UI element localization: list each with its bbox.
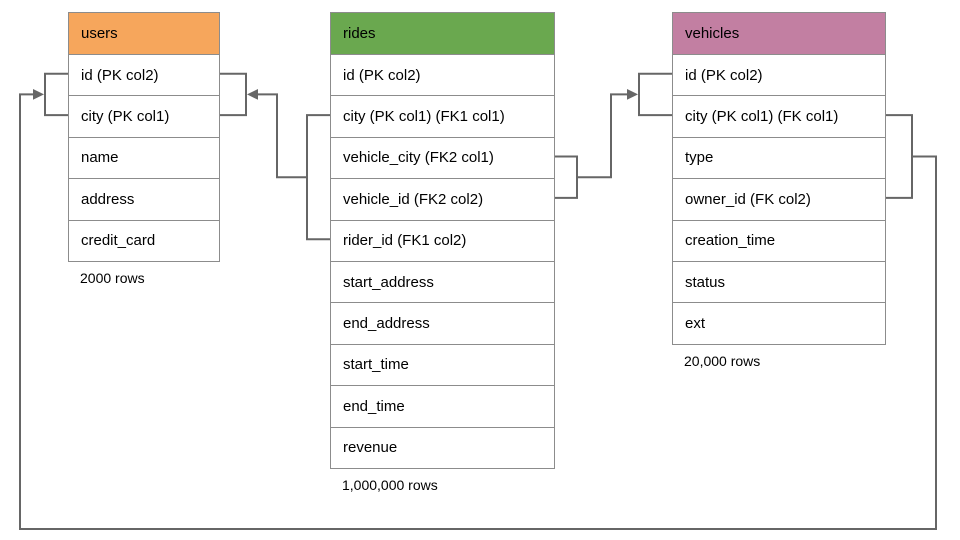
table-vehicles-header: vehicles: [673, 13, 885, 54]
table-users-rowcount: 2000 rows: [80, 269, 145, 286]
table-rides-header: rides: [331, 13, 554, 54]
table-row: vehicle_city (FK2 col1): [331, 136, 554, 178]
table-row: id (PK col2): [331, 54, 554, 95]
table-row: id (PK col2): [69, 54, 219, 95]
table-row: status: [673, 260, 885, 302]
table-row: city (PK col1) (FK1 col1): [331, 95, 554, 136]
arrowhead-right-icon: [33, 89, 44, 100]
table-rides-rowcount: 1,000,000 rows: [342, 476, 438, 493]
table-rides: rides id (PK col2) city (PK col1) (FK1 c…: [330, 12, 555, 493]
table-row: vehicle_id (FK2 col2): [331, 178, 554, 219]
table-row: end_address: [331, 302, 554, 343]
fk2-rides-to-vehicles-connector: [555, 72, 672, 199]
table-row: end_time: [331, 385, 554, 426]
users-left-bracket: [44, 72, 68, 117]
table-row: creation_time: [673, 219, 885, 261]
rides-left-bracket: [306, 114, 330, 241]
table-row: city (PK col1) (FK col1): [673, 95, 885, 136]
table-row: id (PK col2): [673, 54, 885, 95]
table-row: name: [69, 136, 219, 178]
table-row: credit_card: [69, 219, 219, 261]
table-users: users id (PK col2) city (PK col1) name a…: [68, 12, 220, 286]
rides-right-bracket: [555, 155, 578, 199]
connector-segment: [577, 93, 627, 179]
arrowhead-left-icon: [247, 89, 258, 100]
fk1-rides-to-users-connector: [220, 72, 330, 241]
table-row: start_address: [331, 260, 554, 302]
arrowhead-right-icon: [627, 89, 638, 100]
table-row: city (PK col1): [69, 95, 219, 136]
table-row: address: [69, 178, 219, 219]
table-row: ext: [673, 302, 885, 343]
vehicles-right-bracket: [886, 114, 913, 199]
users-right-bracket: [220, 72, 247, 117]
connector-segment: [258, 93, 307, 179]
vehicles-left-bracket: [638, 72, 672, 117]
table-vehicles-rowcount: 20,000 rows: [684, 352, 761, 369]
table-row: revenue: [331, 426, 554, 468]
table-row: rider_id (FK1 col2): [331, 219, 554, 261]
table-row: owner_id (FK col2): [673, 178, 885, 219]
table-users-header: users: [69, 13, 219, 54]
table-row: start_time: [331, 343, 554, 385]
table-row: type: [673, 136, 885, 178]
table-vehicles: vehicles id (PK col2) city (PK col1) (FK…: [672, 12, 886, 369]
